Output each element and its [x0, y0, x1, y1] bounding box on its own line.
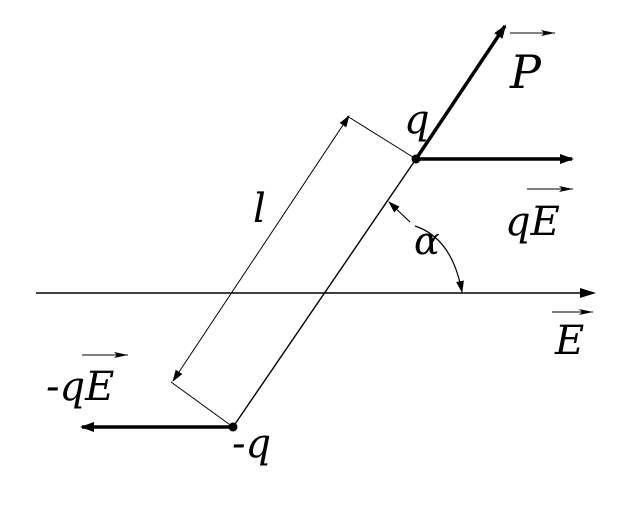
label-negative-charge: -q: [232, 421, 271, 467]
length-dimension-lower: [172, 249, 261, 382]
label-positive-charge: q: [404, 97, 430, 143]
angle-arc: [414, 225, 464, 293]
length-dimension: [259, 115, 350, 251]
positive-charge-dot: [411, 154, 421, 164]
angle-arc-start-arrow: [388, 201, 411, 223]
dipole-axis: [232, 158, 417, 428]
label-dipole-moment: P: [509, 45, 542, 99]
negative-charge-dot: [228, 422, 238, 432]
extension-line-bottom: [170, 381, 234, 428]
label-length: l: [253, 186, 266, 232]
dipole-moment-vector: [414, 24, 507, 160]
label-field: E: [554, 318, 584, 364]
extension-line-top: [346, 115, 417, 160]
label-force-positive: qE: [505, 199, 560, 245]
label-angle: α: [414, 219, 440, 263]
label-force-negative: -qE: [46, 364, 114, 410]
